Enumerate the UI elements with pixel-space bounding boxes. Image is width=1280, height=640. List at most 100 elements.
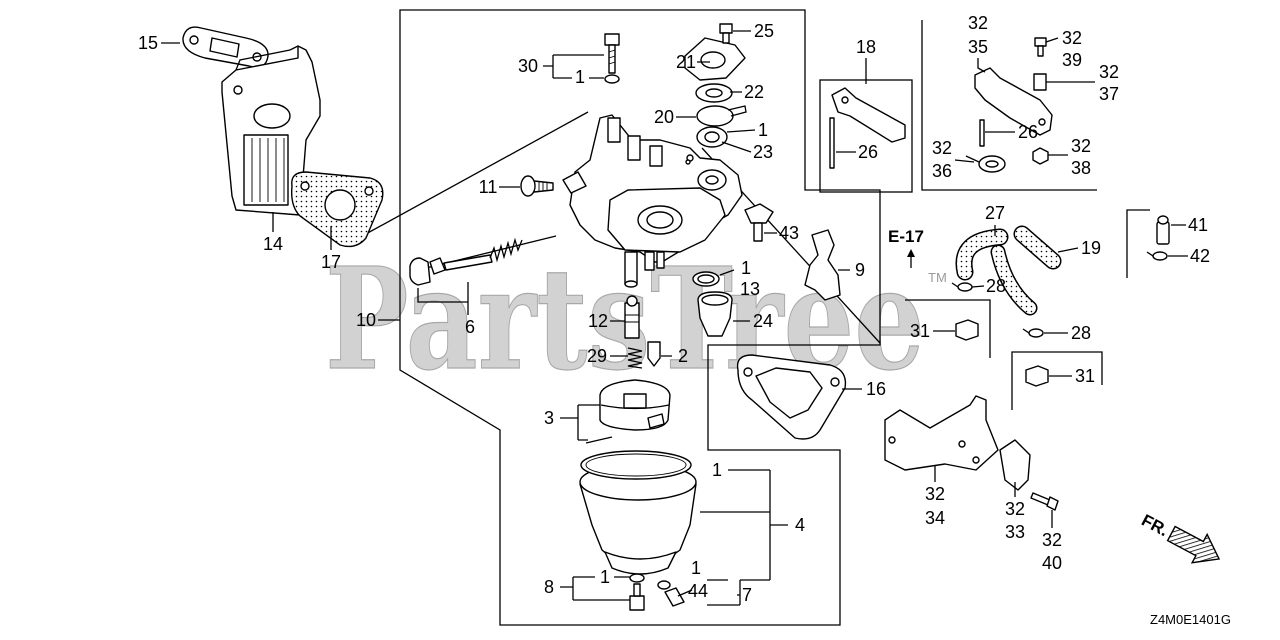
bracket-14-opening [253,103,291,129]
callout-42: 42 [1190,246,1210,266]
callout-6: 6 [465,317,475,337]
float-pin [585,436,613,444]
callout-12: 12 [588,311,608,331]
carb-boss-2 [627,135,641,161]
callout-11: 11 [479,177,498,197]
gasket-16-hole-left [743,367,753,377]
callout-1: 1 [575,67,585,87]
callout-1: 1 [600,567,610,587]
screw-25-head [719,23,733,34]
diagram-code: Z4M0E1401G [1150,612,1231,627]
callout-18: 18 [856,37,876,57]
spring-6-coil [489,237,523,263]
screw-11-shaft [533,180,554,193]
callout-19: 19 [1081,238,1101,258]
part-41-cap-drawing [1156,215,1170,245]
callout-39: 39 [1062,50,1082,70]
part-12-nozzle-drawing [624,295,640,339]
leader-lines-set-d [934,37,1095,528]
callout-1: 1 [758,120,768,140]
callout-35: 35 [968,37,988,57]
part-17-gasket-drawing [290,171,384,248]
callout-32: 32 [1099,62,1119,82]
reference-arrowhead-icon [907,249,915,257]
callout-2: 2 [678,346,688,366]
part-23-seal-drawing [696,126,728,148]
carb-boss-3 [649,145,663,167]
spring-36-leg [965,155,980,163]
float-3-tab [623,393,647,409]
screw-6-head [429,257,446,275]
part-27-tube-drawing [955,228,1009,281]
part-33-holder-drawing [999,439,1031,491]
gasket-17-hole-left [300,181,310,191]
clamp-31-lower [1025,365,1049,387]
spring-20-tab [727,105,747,117]
bowl-4-drain-boss [604,551,677,575]
leader-lines-set-b [378,224,1188,390]
clip-28-lower [1028,328,1044,338]
callout-28: 28 [986,276,1006,296]
callout-7: 7 [742,585,752,605]
tube-19-fill [1015,227,1060,268]
screw-39-shaft [1037,45,1044,57]
callout-31: 31 [1075,366,1095,386]
callout-24: 24 [753,311,773,331]
washer-22-inner [705,88,723,98]
part-6-screw-drawing [409,237,523,286]
callout-28: 28 [1071,323,1091,343]
gasket-16-hole-right [830,377,840,387]
bracket-14-filter-lines [251,138,285,202]
bracket-34-hole-2 [958,440,966,448]
pin-26-left [829,117,835,169]
callout-29: 29 [587,346,607,366]
part-9-lever-drawing [804,229,841,301]
carb-stem-2 [644,251,655,271]
leader-lines-set-a [161,30,867,250]
callout-8: 8 [544,577,554,597]
cap-41-body [1156,221,1170,245]
callout-22: 22 [744,82,764,102]
part-3-float-drawing [585,379,671,444]
carburetor-group-outline [399,9,881,626]
callout-36: 36 [932,161,952,181]
spring-20-body [696,105,734,127]
callout-31: 31 [910,321,930,341]
part-22-washer-drawing [695,83,733,103]
part-31-clamp-drawing [955,319,1049,387]
part-13-oring-drawing [692,271,720,287]
callout-43: 43 [779,223,799,243]
clip-28-lower-tab [1022,328,1030,334]
part-15-gasket-drawing [182,26,269,68]
callout-21: 21 [676,52,696,72]
callout-4: 4 [795,515,805,535]
lever-18-hole [841,96,849,104]
callout-32: 32 [1071,136,1091,156]
part-28-clip-drawing [951,282,1044,338]
washer-8 [629,573,645,583]
bolt-40-head [1046,496,1059,511]
collar-37-body [1033,73,1047,91]
part-25-screw-drawing [719,23,733,44]
gasket-15-port [209,37,240,58]
tube-long-fill [992,246,1036,314]
fitting-43-shaft [753,222,763,242]
callout-40: 40 [1042,553,1062,573]
washer-44 [657,580,671,590]
pin-26-right [979,119,985,147]
screw-6-shaft [443,254,493,271]
clip-42-tab [1146,251,1154,257]
clamp-31-upper [955,319,979,341]
gasket-17-hole-right [364,186,374,196]
leader-lines-set-c [560,404,788,606]
lever-35-hole [1038,118,1046,126]
callout-13: 13 [740,279,760,299]
watermark-trademark: TM [928,270,947,285]
carb-side-boss-bore [705,175,719,185]
direction-label: FR. [1138,511,1171,541]
bracket-14-hole [233,85,243,95]
needle-2-body [647,341,661,367]
holder-33-outline [999,439,1031,491]
screw-11-threads [538,181,548,192]
tube-27-fill [957,230,1007,279]
